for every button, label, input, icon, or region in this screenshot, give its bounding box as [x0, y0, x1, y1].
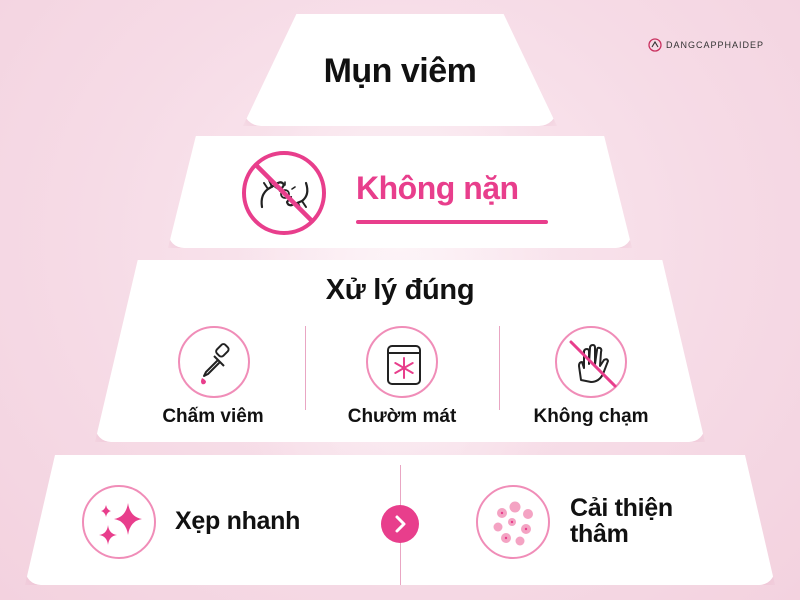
- tier-third-title: Xử lý đúng: [325, 274, 475, 306]
- divider: [305, 326, 306, 410]
- item-label: Không chạm: [533, 406, 649, 427]
- skin-spots-icon: [476, 485, 550, 559]
- highlight-underline: [356, 220, 548, 224]
- brand-logo: DANGCAPPHAIDEP: [648, 38, 764, 52]
- no-touch-icon: [555, 326, 627, 398]
- brand-name: DANGCAPPHAIDEP: [666, 40, 765, 50]
- divider: [499, 326, 500, 410]
- bottom-right-label-line2: thâm: [570, 520, 629, 548]
- item-label: Chườm mát: [347, 406, 457, 427]
- bottom-right-label-line1: Cải thiện: [570, 494, 673, 522]
- no-squeeze-icon: [240, 149, 328, 237]
- tier-top-title: Mụn viêm: [323, 52, 477, 90]
- brand-mark-icon: [648, 38, 662, 52]
- ice-pack-icon: [366, 326, 438, 398]
- pyramid-tier-third: Xử lý đúng Chấm viêm Chườm mát: [95, 260, 705, 442]
- bottom-right-label: Cải thiện thâm: [570, 495, 673, 547]
- dropper-icon: [178, 326, 250, 398]
- item-label: Chấm viêm: [162, 406, 264, 427]
- sparkle-icon: [82, 485, 156, 559]
- bottom-left-label: Xẹp nhanh: [175, 507, 301, 535]
- pyramid-tier-second: Không nặn: [168, 136, 632, 248]
- pyramid-tier-bottom: Xẹp nhanh Cải thiện thâm: [25, 455, 775, 585]
- pyramid-tier-top: Mụn viêm: [243, 14, 557, 126]
- tier-second-title: Không nặn: [356, 170, 519, 206]
- next-arrow-button[interactable]: [381, 505, 419, 543]
- chevron-right-icon: [395, 515, 406, 533]
